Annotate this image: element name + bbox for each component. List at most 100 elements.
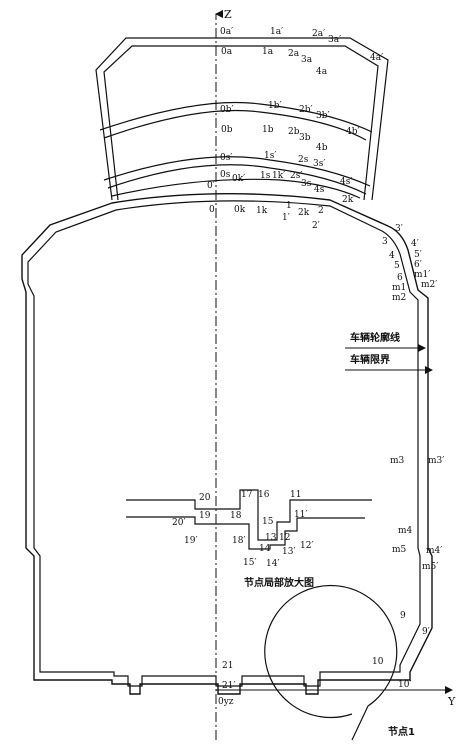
point-label: 1k (256, 206, 268, 216)
point-label: 3 (382, 237, 388, 247)
pantograph-band-k (111, 178, 361, 199)
origin-label: 0yz (218, 697, 234, 707)
point-label: 13 (265, 533, 277, 543)
vehicle-contour-outline (27, 200, 421, 687)
point-label: 20 (199, 493, 211, 503)
pantograph-band-s-inner (107, 164, 367, 195)
point-label: 13′ (282, 547, 296, 557)
point-label: 16 (258, 490, 270, 500)
point-label: m1 (392, 283, 406, 293)
point-label: 4a (316, 67, 328, 77)
point-label: 0s (220, 170, 231, 180)
pantograph-inner-a (103, 45, 379, 201)
point-label: 3′ (395, 224, 403, 234)
point-label: m5 (392, 545, 407, 555)
point-label: 2b (288, 127, 300, 137)
point-label: 6 (397, 273, 403, 283)
point-label: 0b (221, 125, 233, 135)
point-label: 2 (318, 206, 324, 216)
point-label: 12′ (300, 541, 314, 551)
point-label: 2k (298, 208, 310, 218)
point-label: 10 (372, 657, 384, 667)
point-label: 1s′ (264, 151, 276, 161)
pantograph-band-b-inner (103, 109, 367, 141)
point-label: 4s (314, 185, 325, 195)
point-label: 3b (299, 133, 311, 143)
contour-legend-label: 车辆轮廓线 (350, 331, 400, 344)
node-1-callout (264, 584, 398, 741)
node-1-label: 节点1 (388, 725, 415, 738)
point-label: 0a′ (220, 27, 233, 37)
point-label: 9′ (422, 627, 430, 637)
point-label: 4 (389, 251, 395, 261)
node-detail-caption: 节点局部放大图 (244, 576, 314, 589)
point-label: 14 (259, 544, 271, 554)
point-label: 1a (262, 47, 274, 57)
point-label: m4′ (426, 546, 442, 556)
point-label: 18 (230, 511, 242, 521)
point-label: 2k′ (342, 195, 355, 205)
point-label: 1b′ (268, 101, 282, 111)
point-label: 5 (394, 261, 400, 271)
point-label: 2a (288, 49, 300, 59)
point-label: 0b′ (220, 105, 234, 115)
point-label: 4s′ (340, 177, 352, 187)
point-label: 19 (199, 511, 211, 521)
point-label: 3b′ (316, 111, 330, 121)
point-label: 17 (241, 490, 253, 500)
point-label: 9 (400, 611, 406, 621)
point-label: 5′ (414, 250, 422, 260)
point-label: 0a (221, 47, 233, 57)
point-label: 2′ (312, 221, 320, 231)
point-label: 21′ (222, 681, 236, 691)
point-label: 1′ (282, 213, 290, 223)
point-label: 3s (301, 179, 312, 189)
point-label: 4′ (411, 239, 419, 249)
gauge-legend-label: 车辆限界 (350, 353, 390, 366)
point-label: 12 (279, 533, 290, 543)
point-label: 0s′ (220, 153, 232, 163)
point-label: 0k′ (232, 174, 245, 184)
point-label: 21 (222, 661, 233, 671)
point-label: 0k (234, 205, 246, 215)
point-label: m3′ (428, 456, 444, 466)
point-label: 11 (290, 490, 301, 500)
point-label: m4 (398, 526, 413, 536)
z-axis-label: Z (224, 8, 232, 21)
point-label: 1s (260, 171, 271, 181)
pantograph-band-s-outer (103, 156, 371, 187)
point-label: 18′ (232, 536, 246, 546)
point-label: 1b (262, 125, 274, 135)
point-label: 4b′ (346, 127, 360, 137)
point-label: 11′ (294, 510, 308, 520)
point-label: 2s′ (290, 171, 302, 181)
point-label: m2′ (421, 280, 437, 290)
point-label: 3s′ (313, 159, 325, 169)
node-detail-lower (126, 516, 365, 550)
point-label: 4a′ (370, 53, 383, 63)
point-label: 14′ (266, 559, 280, 569)
point-label: 3a′ (328, 35, 341, 45)
point-label: 2a′ (312, 29, 325, 39)
point-label: 15′ (243, 558, 257, 568)
point-label: m2 (392, 293, 406, 303)
point-label: 1 (286, 201, 292, 211)
y-axis-label: Y (447, 695, 456, 708)
point-label: 4b (316, 143, 328, 153)
point-label: m3 (390, 456, 405, 466)
pantograph-band-b-outer (99, 101, 373, 133)
point-label: 15 (262, 517, 274, 527)
point-label: 2b′ (299, 105, 313, 115)
point-label: 0 (209, 205, 215, 215)
pantograph-outer-a (95, 37, 389, 201)
point-label: 3a (301, 55, 313, 65)
point-label: 6′ (414, 260, 422, 270)
point-label: 19′ (184, 536, 198, 546)
point-label: m5′ (422, 562, 438, 572)
point-label: 1a′ (270, 27, 283, 37)
vehicle-gauge-outline (21, 192, 433, 695)
point-label: m1′ (414, 270, 430, 280)
point-label: 20′ (172, 518, 186, 528)
point-label: 1k′ (272, 171, 285, 181)
